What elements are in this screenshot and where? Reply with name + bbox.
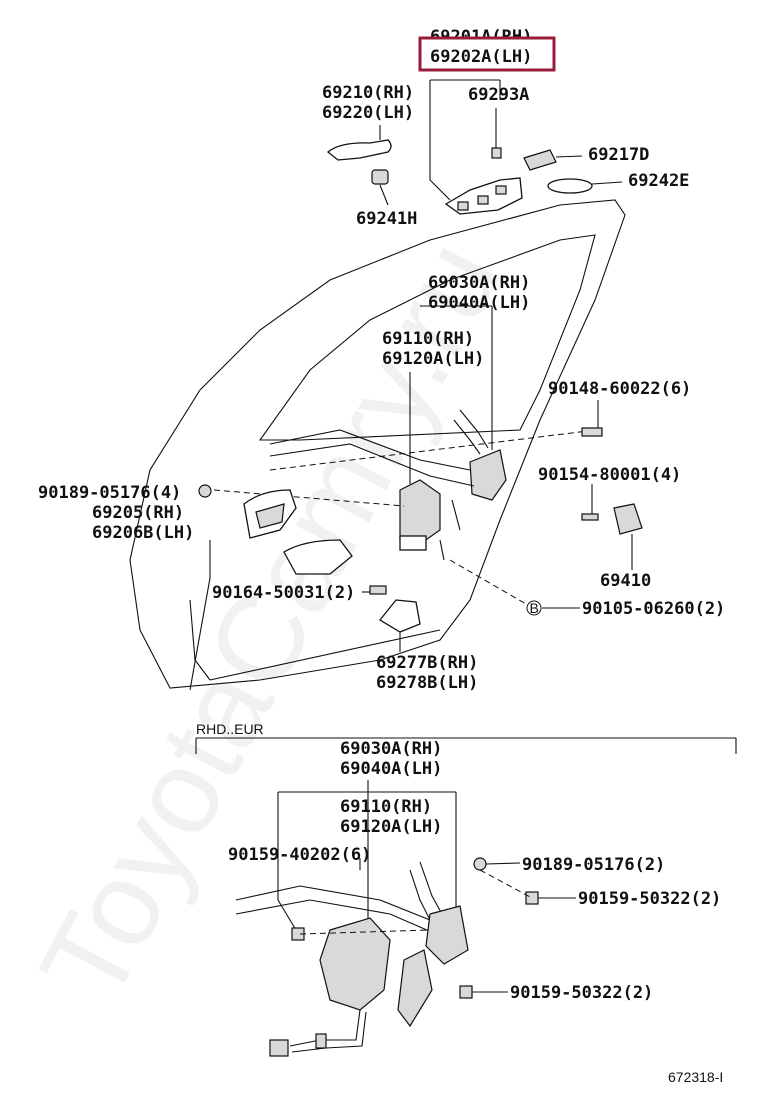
- cover-69277B: [379, 599, 421, 652]
- label-69210: 69210(RH): [322, 83, 414, 103]
- label-69278B: 69278B(LH): [376, 673, 478, 693]
- b-marker-label: B: [530, 600, 539, 616]
- screw-90154: [581, 484, 599, 521]
- bottom-labels: 69030A(RH) 69040A(LH) 69110(RH) 69120A(L…: [228, 739, 723, 1085]
- door-lock-assembly: [269, 305, 507, 561]
- label-b2-69030A: 69030A(RH): [340, 739, 442, 759]
- label-90154: 90154-80001(4): [538, 465, 681, 485]
- highlight-box: [418, 36, 556, 72]
- label-b2-90189: 90189-05176(2): [522, 855, 665, 875]
- clip-69293A: [491, 108, 502, 159]
- b-marker: B: [526, 600, 580, 616]
- label-69410: 69410: [600, 571, 651, 591]
- dash-90148: [269, 429, 597, 471]
- pad-69217D: [523, 149, 583, 171]
- label-b2-69120A: 69120A(LH): [340, 817, 442, 837]
- label-b2-69040A: 69040A(LH): [340, 759, 442, 779]
- bolt-90148: [581, 400, 603, 437]
- label-b2-90159-40202: 90159-40202(6): [228, 845, 371, 865]
- top-labels: 69201A(RH) 69202A(LH) 69210(RH) 69220(LH…: [38, 27, 725, 693]
- label-90105: 90105-06260(2): [582, 599, 725, 619]
- label-69205: 69205(RH): [92, 503, 184, 523]
- label-rhd-eur: RHD..EUR: [196, 721, 264, 737]
- label-69293A: 69293A: [468, 85, 529, 105]
- outside-handle-rh: [326, 139, 392, 185]
- label-69120A: 69120A(LH): [382, 349, 484, 369]
- rhd-eur-frame: RHD..EUR: [195, 721, 737, 754]
- screw-90164: [369, 585, 387, 595]
- top-leader-lines: [379, 79, 501, 201]
- label-69242E: 69242E: [628, 171, 689, 191]
- label-69030A: 69030A(RH): [428, 273, 530, 293]
- label-69110: 69110(RH): [382, 329, 474, 349]
- label-b2-90159-50322-b: 90159-50322(2): [510, 983, 653, 1003]
- pad-69242E: [547, 178, 623, 194]
- bottom-dash-1: [299, 929, 431, 935]
- inside-handle-69205: [243, 489, 297, 539]
- label-69217D: 69217D: [588, 145, 649, 165]
- bottom-lock-assembly: [235, 780, 469, 1057]
- label-69202A: 69202A(LH): [430, 47, 532, 67]
- label-90189: 90189-05176(4): [38, 483, 181, 503]
- bezel-handle: [283, 539, 353, 575]
- label-69206B: 69206B(LH): [92, 523, 194, 543]
- label-90148: 90148-60022(6): [548, 379, 691, 399]
- figure-number: 672318-I: [668, 1069, 723, 1085]
- label-69277B: 69277B(RH): [376, 653, 478, 673]
- striker-69410: [613, 503, 643, 570]
- outside-handle-frame-lh: [444, 177, 523, 215]
- label-b2-69110: 69110(RH): [340, 797, 432, 817]
- label-69220: 69220(LH): [322, 103, 414, 123]
- leader-69205: [189, 540, 211, 691]
- bottom-fasteners: [291, 857, 576, 999]
- dash-90189: [213, 489, 405, 507]
- label-90164: 90164-50031(2): [212, 583, 355, 603]
- dash-90105: [449, 559, 527, 605]
- label-69040A: 69040A(LH): [428, 293, 530, 313]
- clip-90189: [198, 484, 212, 498]
- label-b2-90159-50322-a: 90159-50322(2): [578, 889, 721, 909]
- label-69241H: 69241H: [356, 209, 417, 229]
- leader-69241H: [379, 184, 389, 206]
